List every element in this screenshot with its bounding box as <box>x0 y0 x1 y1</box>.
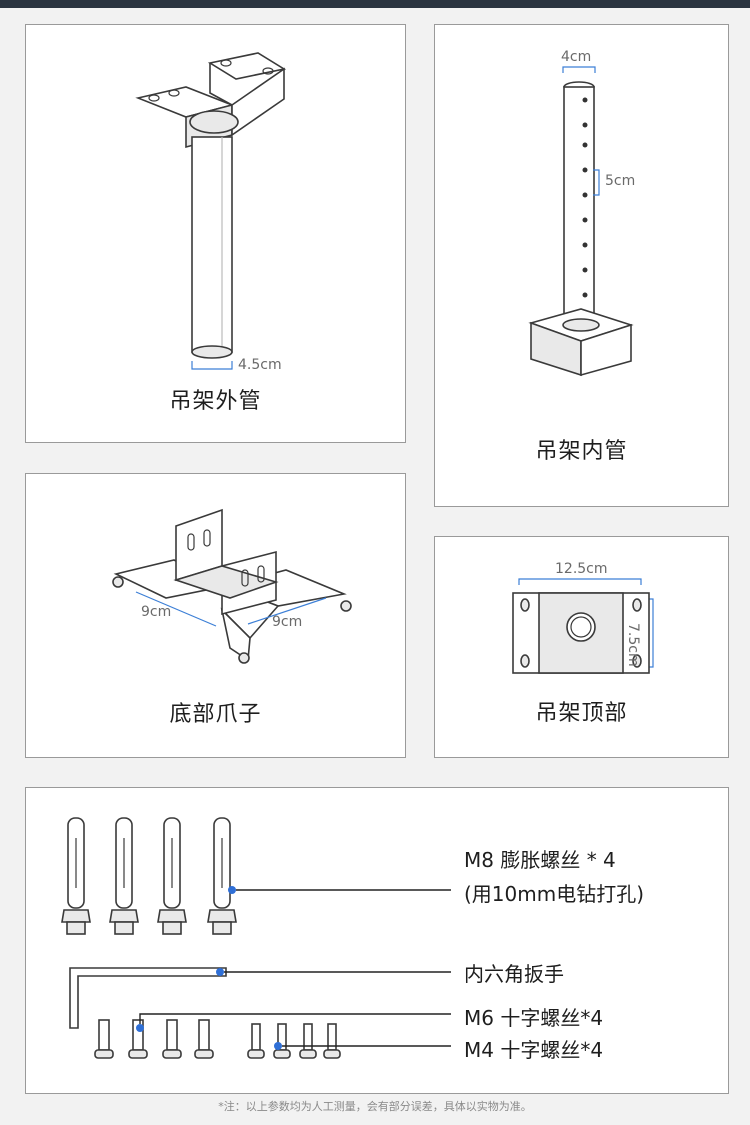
caption-top-plate: 吊架顶部 <box>535 701 628 726</box>
dim-plate-width: 12.5cm <box>555 561 608 577</box>
footnote: *注：以上参数均为人工测量，会有部分误差，具体以实物为准。 <box>218 1100 532 1113</box>
label-hex-key: 内六角扳手 <box>464 962 564 986</box>
panel-accessories: M8 膨胀螺丝 * 4 (用10mm电钻打孔) 内六角扳手 M6 十字螺丝*4 … <box>25 787 729 1094</box>
outer-tube-icon <box>135 52 287 370</box>
top-plate-icon <box>512 578 654 674</box>
label-m6-screw: M6 十字螺丝*4 <box>464 1006 604 1030</box>
label-m4-screw: M4 十字螺丝*4 <box>464 1038 604 1062</box>
hex-key-icon <box>69 967 227 1029</box>
bottom-claw-icon <box>112 508 352 664</box>
label-m8-expansion-bolt: M8 膨胀螺丝 * 4 <box>464 848 616 872</box>
dim-outer-diameter: 4.5cm <box>238 357 282 373</box>
caption-outer-tube: 吊架外管 <box>169 389 262 414</box>
dim-hole-spacing: 5cm <box>605 173 636 189</box>
expansion-bolt-icon <box>61 817 237 935</box>
dim-claw-b: 9cm <box>272 614 303 630</box>
dim-inner-width: 4cm <box>561 49 592 65</box>
label-drill-note: (用10mm电钻打孔) <box>464 882 645 906</box>
panel-top-plate: 12.5cm 7.5cm 吊架顶部 <box>434 536 729 758</box>
dim-claw-a: 9cm <box>141 604 172 620</box>
dim-plate-height: 7.5cm <box>625 623 641 667</box>
inner-tube-icon <box>528 66 634 377</box>
caption-bottom-claw: 底部爪子 <box>169 702 262 727</box>
m4-screw-icon <box>247 1023 341 1059</box>
caption-inner-tube: 吊架内管 <box>535 439 628 464</box>
panel-inner-tube: 4cm 5cm 吊架内管 <box>434 24 729 507</box>
m6-screw-icon <box>94 1019 214 1059</box>
panel-outer-tube: 4.5cm 吊架外管 <box>25 24 406 443</box>
panel-bottom-claw: 9cm 9cm 底部爪子 <box>25 473 406 758</box>
top-bar <box>0 0 750 8</box>
accessories-drawing <box>61 817 451 1059</box>
